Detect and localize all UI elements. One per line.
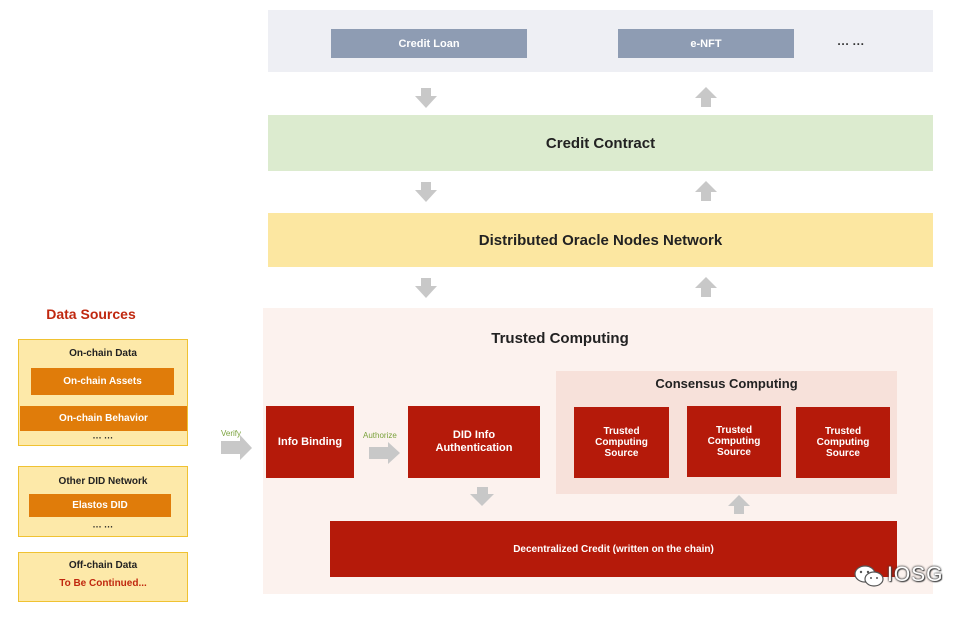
source-label-line: Trusted — [715, 425, 753, 436]
onchain-assets-bar: On-chain Assets — [31, 368, 174, 395]
onchain-more: ··· ··· — [92, 432, 114, 443]
did-auth-line: DID Info — [452, 429, 496, 441]
arrow-up-icon — [695, 277, 717, 297]
consensus-computing-title: Consensus Computing — [655, 375, 798, 391]
info-binding-box: Info Binding — [266, 406, 354, 478]
authorize-label: Authorize — [363, 431, 397, 440]
did-network-title: Other DID Network — [58, 475, 148, 487]
onchain-data-title: On-chain Data — [69, 347, 137, 359]
trusted-computing-source-2: Trusted Computing Source — [687, 406, 781, 477]
source-label-line: Trusted — [603, 426, 640, 437]
oracle-network-band: Distributed Oracle Nodes Network — [268, 213, 933, 267]
app-layer-ellipsis: ··· ··· — [837, 36, 865, 51]
source-label-line: Source — [604, 448, 639, 459]
source-label-line: Source — [717, 447, 751, 458]
arrow-up-icon — [695, 181, 717, 201]
arrow-up-icon — [695, 87, 717, 107]
arrow-down-icon — [415, 182, 437, 202]
arrow-right-icon — [221, 435, 252, 460]
verify-label: Verify — [221, 429, 242, 438]
credit-contract-band: Credit Contract — [268, 115, 933, 171]
offchain-data-title: Off-chain Data — [68, 559, 138, 571]
arrow-down-icon — [415, 278, 437, 298]
data-sources-title: Data Sources — [46, 306, 136, 322]
trusted-computing-source-3: Trusted Computing Source — [796, 407, 890, 478]
wechat-icon — [854, 565, 884, 587]
elastos-did-bar: Elastos DID — [29, 494, 171, 517]
onchain-behavior-bar: On-chain Behavior — [20, 406, 187, 431]
arrow-down-icon — [415, 88, 437, 108]
e-nft-box: e-NFT — [618, 29, 794, 58]
offchain-todo: To Be Continued... — [59, 577, 147, 589]
iosg-watermark: IOSG — [887, 563, 944, 586]
did-more: ··· ··· — [92, 521, 114, 532]
source-label-line: Computing — [816, 437, 870, 448]
offchain-data-card — [18, 552, 188, 602]
source-label-line: Source — [826, 448, 860, 459]
source-label-line: Trusted — [824, 426, 862, 437]
trusted-computing-title: Trusted Computing — [491, 329, 629, 347]
trusted-computing-source-1: Trusted Computing Source — [574, 407, 669, 478]
decentralized-credit-box: Decentralized Credit (written on the cha… — [330, 521, 897, 577]
did-info-authentication-box: DID Info Authentication — [408, 406, 540, 478]
source-label-line: Computing — [595, 437, 648, 448]
credit-loan-box: Credit Loan — [331, 29, 527, 58]
did-auth-line: Authentication — [435, 442, 513, 454]
source-label-line: Computing — [707, 436, 761, 447]
